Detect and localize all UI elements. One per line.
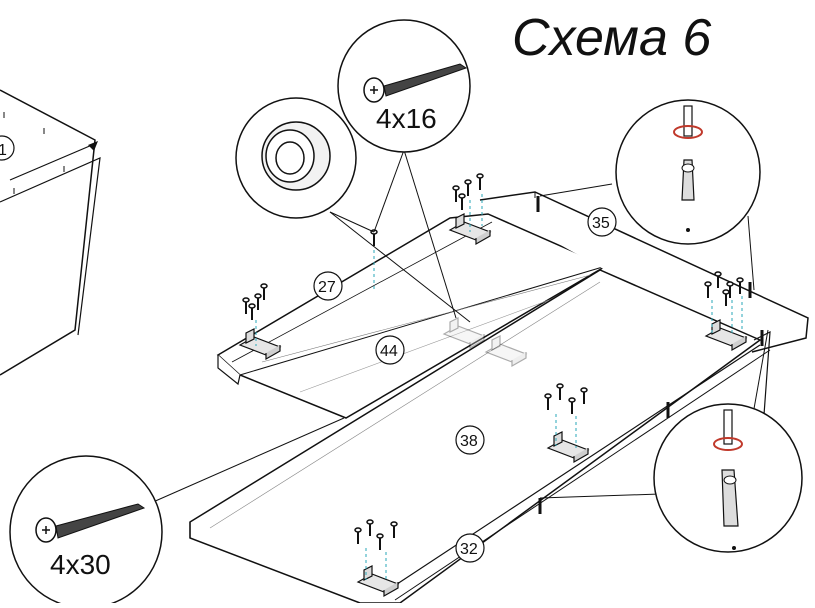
part-label-44: 44 [375,335,405,365]
screws-lower-middle [544,383,588,448]
screw-4x30-callout: 4x30 [9,455,163,608]
svg-text:44: 44 [380,343,398,360]
top-board [479,191,809,353]
screws-upper-right [452,173,484,232]
screwdriver-callout-lower [653,403,803,553]
svg-text:35: 35 [592,215,610,232]
svg-text:32: 32 [460,541,478,558]
svg-text:38: 38 [460,433,478,450]
screws-lower-left [354,519,398,582]
screw-4x30-label: 4x30 [50,549,111,580]
part-label-32: 32 [455,533,485,563]
screw-4x16-callout: 4x16 [337,19,471,153]
screws-middle-right [704,271,744,336]
washer-callout [235,97,357,219]
leader-lines [143,149,769,507]
part-label-35: 35 [587,207,617,237]
scheme-title: Схема 6 [512,9,712,67]
part-label-1: 1 [0,142,7,159]
svg-text:27: 27 [318,279,336,296]
part-label-38: 38 [455,425,485,455]
screws-upper-left [242,283,268,346]
dowels [536,196,764,514]
screw-4x16-label: 4x16 [376,103,437,134]
upper-door-panel [216,213,608,419]
part-label-27: 27 [313,271,343,301]
screw-single-27 [370,229,378,292]
screwdriver-callout-upper [615,99,761,245]
cabinet-side-panel: 1 [0,89,101,376]
